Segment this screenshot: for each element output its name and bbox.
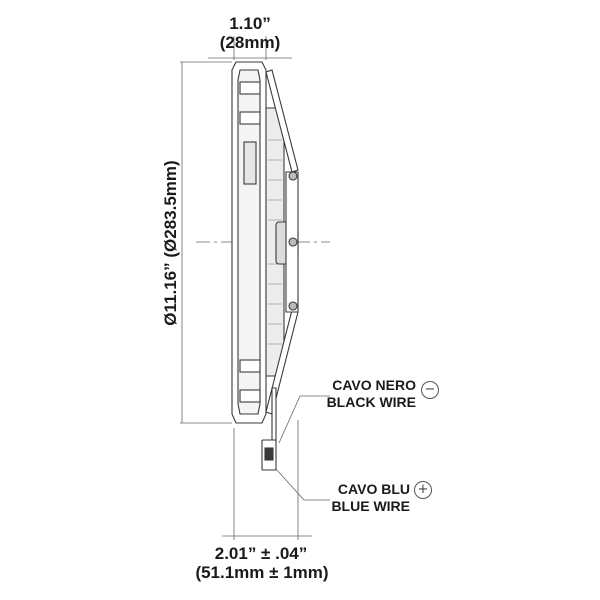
tab-bottom-2	[239, 389, 261, 403]
tab-top-2	[239, 111, 261, 125]
strut-top	[265, 69, 299, 173]
overall-depth-mm: (51.1mm ± 1mm)	[195, 563, 329, 582]
connector-pin	[264, 447, 274, 461]
diameter-dimension: Ø11.16” (Ø283.5mm)	[161, 160, 180, 326]
brand-badge	[243, 141, 257, 185]
bolt-center	[288, 237, 298, 247]
tab-top-1	[239, 81, 261, 95]
plus-sign-icon: +	[414, 481, 432, 499]
depth-dimension-inches: 1.10”	[229, 14, 271, 33]
blue-wire-label-en: BLUE WIRE	[331, 498, 410, 514]
black-wire-leader	[278, 395, 330, 444]
overall-depth-inches: 2.01” ± .04”	[214, 544, 308, 563]
tab-bottom-1	[239, 359, 261, 373]
minus-sign-icon: −	[421, 381, 439, 399]
depth-dimension-mm: (28mm)	[219, 33, 281, 52]
black-wire-label-it: CAVO NERO	[332, 377, 416, 393]
blue-wire-leader	[274, 467, 330, 501]
blue-wire-label-it: CAVO BLU	[337, 481, 410, 497]
bolt-bottom	[288, 301, 298, 311]
black-wire-label-en: BLACK WIRE	[326, 394, 416, 410]
fan-body	[231, 61, 299, 471]
dimension-lines	[180, 36, 330, 540]
bolt-top	[288, 171, 298, 181]
wire-lead	[271, 387, 277, 441]
blade-lines	[268, 139, 282, 345]
